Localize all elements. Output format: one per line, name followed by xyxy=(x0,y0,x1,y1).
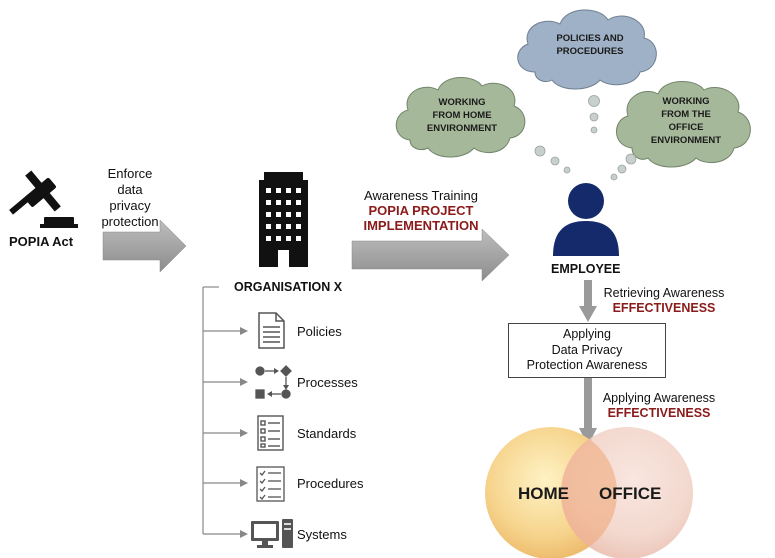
training-line: Awareness Training xyxy=(364,188,478,203)
venn-diagram xyxy=(485,427,693,558)
cloud-line: POLICIES AND xyxy=(556,33,624,44)
venn-office-label: OFFICE xyxy=(599,484,662,503)
branch-arrowhead xyxy=(240,479,248,487)
org-item-processes: Processes xyxy=(297,375,358,390)
applying-box-line: Applying xyxy=(563,327,611,341)
org-item-policies: Policies xyxy=(297,324,342,339)
popia-act-label: POPIA Act xyxy=(9,234,74,249)
applying-box-line: Data Privacy xyxy=(551,342,623,357)
cloud-line: FROM THE xyxy=(661,109,711,120)
computer-icon xyxy=(251,519,293,548)
employee-icon xyxy=(553,183,619,256)
retrieving-line: Retrieving Awareness xyxy=(603,286,725,300)
org-item-systems: Systems xyxy=(297,527,347,542)
organisation-tree xyxy=(202,286,240,535)
branch-arrowhead xyxy=(240,327,248,335)
applying-line: Applying Awareness xyxy=(602,391,716,405)
applying-box-line: Protection Awareness xyxy=(526,358,648,372)
document-icon xyxy=(258,312,285,349)
checklist-icon xyxy=(257,415,284,451)
branch-arrowhead xyxy=(240,530,248,538)
enforce-line: Enforce xyxy=(107,166,153,181)
cloud-office xyxy=(616,81,751,168)
enforce-arrow xyxy=(102,219,187,273)
cloud-line: PROCEDURES xyxy=(556,46,624,57)
applying-highlight: EFFECTIVENESS xyxy=(607,406,711,420)
cloud-line: WORKING xyxy=(438,97,486,108)
cloud-line: ENVIRONMENT xyxy=(650,135,722,146)
cloud-office-text: WORKING FROM THE OFFICE ENVIRONMENT xyxy=(636,95,736,147)
branch-arrowhead xyxy=(240,429,248,437)
venn-home-label: HOME xyxy=(518,484,569,503)
cloud-line: OFFICE xyxy=(668,122,704,133)
applying-arrow xyxy=(579,378,597,446)
gavel-icon xyxy=(9,170,78,228)
building-icon xyxy=(259,172,308,267)
organisation-label: ORGANISATION X xyxy=(234,280,343,294)
process-flow-icon xyxy=(255,365,292,399)
retrieving-arrow xyxy=(579,280,597,322)
cloud-line: ENVIRONMENT xyxy=(426,123,498,134)
cloud-home xyxy=(395,77,526,158)
retrieving-text: Retrieving Awareness EFFECTIVENESS xyxy=(598,286,730,316)
training-text: Awareness Training POPIA PROJECT IMPLEME… xyxy=(352,188,490,233)
enforce-line: privacy xyxy=(109,198,151,213)
cloud-line: WORKING xyxy=(662,96,710,107)
cloud-line: FROM HOME xyxy=(432,110,492,121)
branch-arrowhead xyxy=(240,378,248,386)
cloud-home-text: WORKING FROM HOME ENVIRONMENT xyxy=(414,96,510,135)
applying-privacy-box: Applying Data Privacy Protection Awarene… xyxy=(508,323,666,378)
training-arrow xyxy=(351,228,510,282)
cloud-policies-text: POLICIES AND PROCEDURES xyxy=(540,32,640,58)
employee-label: EMPLOYEE xyxy=(551,262,621,276)
thought-bubbles xyxy=(534,95,637,181)
training-highlight: IMPLEMENTATION xyxy=(363,218,479,233)
enforce-line: data xyxy=(117,182,143,197)
task-list-icon xyxy=(256,466,285,502)
enforce-text: Enforce data privacy protection xyxy=(100,166,160,230)
enforce-line: protection xyxy=(101,214,159,229)
training-highlight: POPIA PROJECT xyxy=(368,203,474,218)
org-item-procedures: Procedures xyxy=(297,476,364,491)
org-item-standards: Standards xyxy=(297,426,357,441)
retrieving-highlight: EFFECTIVENESS xyxy=(612,301,716,315)
applying-text: Applying Awareness EFFECTIVENESS xyxy=(596,391,722,421)
cloud-policies xyxy=(517,9,657,90)
